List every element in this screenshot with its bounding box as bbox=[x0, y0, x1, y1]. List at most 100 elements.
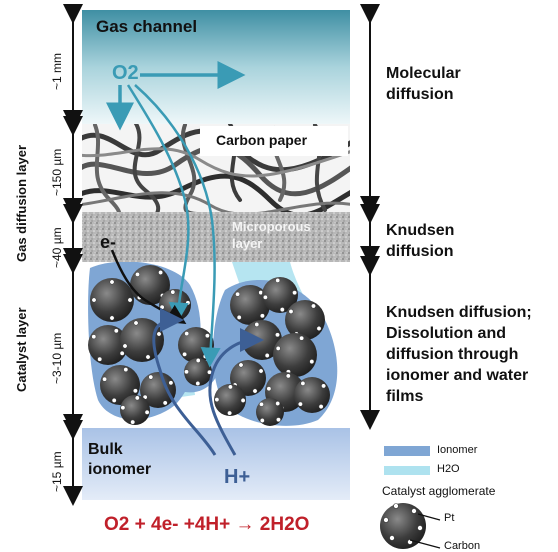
pt-particle bbox=[91, 297, 97, 303]
gas-channel-label: Gas channel bbox=[96, 17, 198, 36]
pt-particle bbox=[259, 401, 264, 407]
pt-particle bbox=[266, 386, 272, 392]
legend-agglomerate-label: Catalyst agglomerate bbox=[382, 484, 496, 498]
pt-particle bbox=[202, 353, 208, 359]
pt-particle bbox=[148, 374, 154, 380]
pt-particle bbox=[102, 376, 108, 382]
pt-particle bbox=[288, 309, 294, 314]
pt-particle bbox=[238, 362, 244, 368]
pt-particle bbox=[97, 356, 103, 362]
pt-particle bbox=[275, 345, 281, 351]
pt-particle bbox=[156, 331, 162, 337]
pt-particle bbox=[321, 383, 327, 389]
thickness-carbon-paper: ~150 µm bbox=[50, 148, 64, 196]
pt-particle bbox=[130, 419, 136, 425]
agglomerate-particle bbox=[90, 278, 134, 322]
pt-particle bbox=[264, 353, 270, 358]
pt-particle bbox=[113, 328, 119, 334]
pt-particle bbox=[258, 368, 264, 374]
pt-particle bbox=[300, 380, 306, 386]
legend-water-swatch bbox=[384, 466, 430, 475]
electron-label: e- bbox=[100, 232, 117, 252]
legend-pt-label: Pt bbox=[444, 512, 455, 524]
pt-particle bbox=[185, 300, 191, 306]
pt-particle bbox=[111, 397, 117, 403]
pt-particle bbox=[134, 395, 140, 401]
agglomerate-particle bbox=[273, 333, 317, 377]
carbon-paper-label: Carbon paper bbox=[216, 132, 308, 148]
pt-particle bbox=[316, 326, 322, 331]
region-catalyst-label: Catalyst layer bbox=[14, 307, 29, 392]
bulk-ionomer-region bbox=[82, 428, 350, 500]
pt-particle bbox=[109, 315, 115, 321]
pt-particle bbox=[259, 313, 265, 319]
pt-particle bbox=[262, 294, 268, 300]
proton-path-right bbox=[208, 328, 264, 456]
pt-particle bbox=[259, 418, 265, 423]
pt-particle bbox=[318, 404, 324, 410]
pt-particle bbox=[254, 322, 260, 327]
pt-particle bbox=[227, 384, 233, 390]
pt-particle bbox=[127, 297, 133, 303]
legend-agglomerate-icon bbox=[380, 503, 441, 549]
pt-particle bbox=[195, 381, 201, 386]
pt-particle bbox=[292, 290, 298, 296]
agglomerate-particle bbox=[285, 300, 325, 340]
pt-particle bbox=[170, 289, 176, 295]
agglomerate-particle bbox=[230, 285, 270, 325]
pt-particle bbox=[91, 334, 97, 340]
pt-particle bbox=[184, 369, 189, 375]
pt-particle bbox=[133, 320, 139, 326]
pt-particle bbox=[132, 388, 138, 394]
pt-particle bbox=[244, 342, 249, 348]
pt-particle bbox=[182, 351, 188, 357]
pt-particle bbox=[184, 331, 190, 337]
reaction-equation: O2 + 4e- +4H+ → 2H2O bbox=[104, 514, 310, 535]
o2-path-left bbox=[126, 84, 190, 323]
legend-carbon-label: Carbon bbox=[444, 540, 481, 552]
pt-particle bbox=[123, 367, 129, 373]
transport-catalyst: Knudsen diffusion; Dissolution and diffu… bbox=[386, 304, 532, 405]
pt-particle bbox=[309, 359, 315, 365]
thickness-catalyst: ~3-10 µm bbox=[50, 332, 64, 384]
pt-particle bbox=[276, 417, 281, 423]
agglomerate-particle bbox=[294, 377, 330, 413]
agglomerate-particle bbox=[256, 398, 284, 426]
agglomerate-particle bbox=[214, 384, 246, 416]
proton-path-left bbox=[152, 308, 217, 456]
pt-particle bbox=[144, 409, 150, 415]
pt-particle bbox=[135, 271, 140, 277]
pt-particle bbox=[311, 303, 316, 309]
agglomerate-particle bbox=[120, 395, 150, 425]
region-gdl-label: Gas diffusion layer bbox=[14, 144, 29, 262]
pt-particle bbox=[119, 350, 125, 356]
thickness-gas-channel: ~1 mm bbox=[50, 52, 64, 90]
oxygen-label: O2 bbox=[112, 62, 139, 84]
o2-path-right bbox=[134, 84, 221, 368]
pt-particle bbox=[297, 401, 303, 407]
agglomerate-particle bbox=[88, 325, 128, 365]
pt-particle bbox=[109, 279, 115, 285]
agglomerate-particle bbox=[140, 372, 176, 408]
legend-ionomer-label: Ionomer bbox=[437, 444, 478, 456]
pt-particle bbox=[285, 373, 291, 379]
pt-particle bbox=[158, 270, 164, 275]
pt-particle bbox=[275, 332, 280, 338]
pt-particle bbox=[204, 333, 210, 339]
pt-particle bbox=[236, 314, 242, 320]
pt-particle bbox=[162, 400, 168, 406]
pt-particle bbox=[195, 358, 201, 363]
bulk-ionomer-label: Bulk ionomer bbox=[88, 441, 152, 478]
carbon-paper-label-box bbox=[200, 126, 348, 156]
pt-particle bbox=[145, 354, 151, 360]
pt-particle bbox=[122, 343, 128, 349]
pt-particle bbox=[275, 401, 281, 406]
agglomerate-particle bbox=[100, 365, 140, 405]
pt-particle bbox=[227, 410, 233, 416]
agglomerate-particle bbox=[120, 318, 164, 362]
thickness-microporous: ~40 µm bbox=[50, 227, 64, 268]
proton-label: H+ bbox=[224, 466, 251, 488]
microporous-region bbox=[82, 212, 350, 262]
pt-particle bbox=[168, 380, 174, 386]
